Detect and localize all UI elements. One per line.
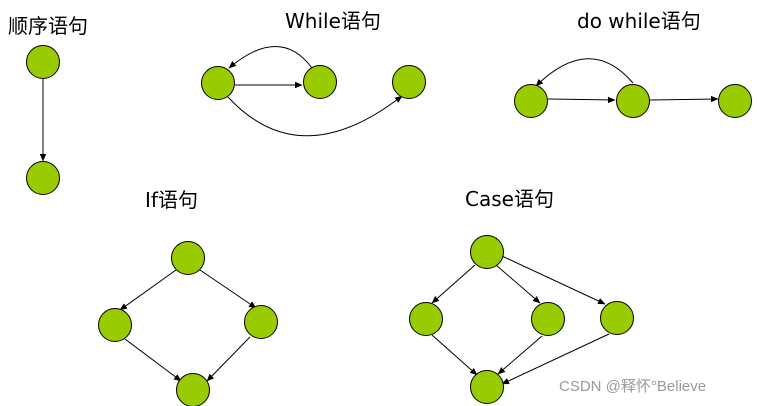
node-case-left (409, 302, 443, 336)
node-dowhile-3 (718, 84, 752, 118)
edge-if-right-bottom (206, 336, 251, 382)
edge-dowhile-1-2 (547, 96, 616, 104)
edge-case-top-left (431, 264, 476, 304)
edge-while-exit (227, 95, 403, 137)
title-if: If语句 (145, 188, 198, 212)
node-dowhile-1 (514, 84, 548, 118)
edge-if-top-left (119, 269, 177, 311)
edge-dowhile-2-3 (649, 95, 719, 103)
node-case-right (600, 301, 634, 335)
watermark: CSDN @释怀°Believe (559, 378, 707, 395)
node-seq-2 (26, 161, 60, 195)
node-if-top (171, 241, 205, 275)
node-case-middle (531, 302, 565, 336)
edge-case-right-bottom (501, 333, 610, 385)
node-while-2 (303, 65, 337, 99)
case-diagram (409, 235, 634, 404)
node-while-1 (201, 66, 235, 100)
title-case: Case语句 (465, 187, 554, 211)
edge-case-middle-bottom (497, 335, 543, 375)
edge-while-loop-back (228, 46, 313, 69)
node-seq-1 (26, 45, 60, 79)
edge-case-top-middle (495, 264, 541, 304)
do-while-diagram (514, 58, 752, 118)
node-if-left (98, 308, 132, 342)
sequence-diagram (26, 45, 60, 195)
edge-case-top-right (501, 255, 606, 305)
while-diagram (201, 46, 426, 137)
edge-if-left-bottom (124, 338, 182, 382)
node-case-top (470, 235, 504, 269)
node-if-right (244, 305, 278, 339)
title-sequence: 顺序语句 (8, 14, 88, 38)
title-while: While语句 (285, 9, 381, 33)
node-if-bottom (176, 373, 210, 406)
title-do-while: do while语句 (577, 9, 701, 33)
node-case-bottom (470, 370, 504, 404)
node-while-3 (392, 65, 426, 99)
if-diagram (98, 241, 278, 406)
edge-dowhile-loop-back (535, 58, 634, 87)
edge-case-left-bottom (431, 334, 478, 376)
edge-if-top-right (199, 269, 257, 309)
node-dowhile-2 (616, 84, 650, 118)
